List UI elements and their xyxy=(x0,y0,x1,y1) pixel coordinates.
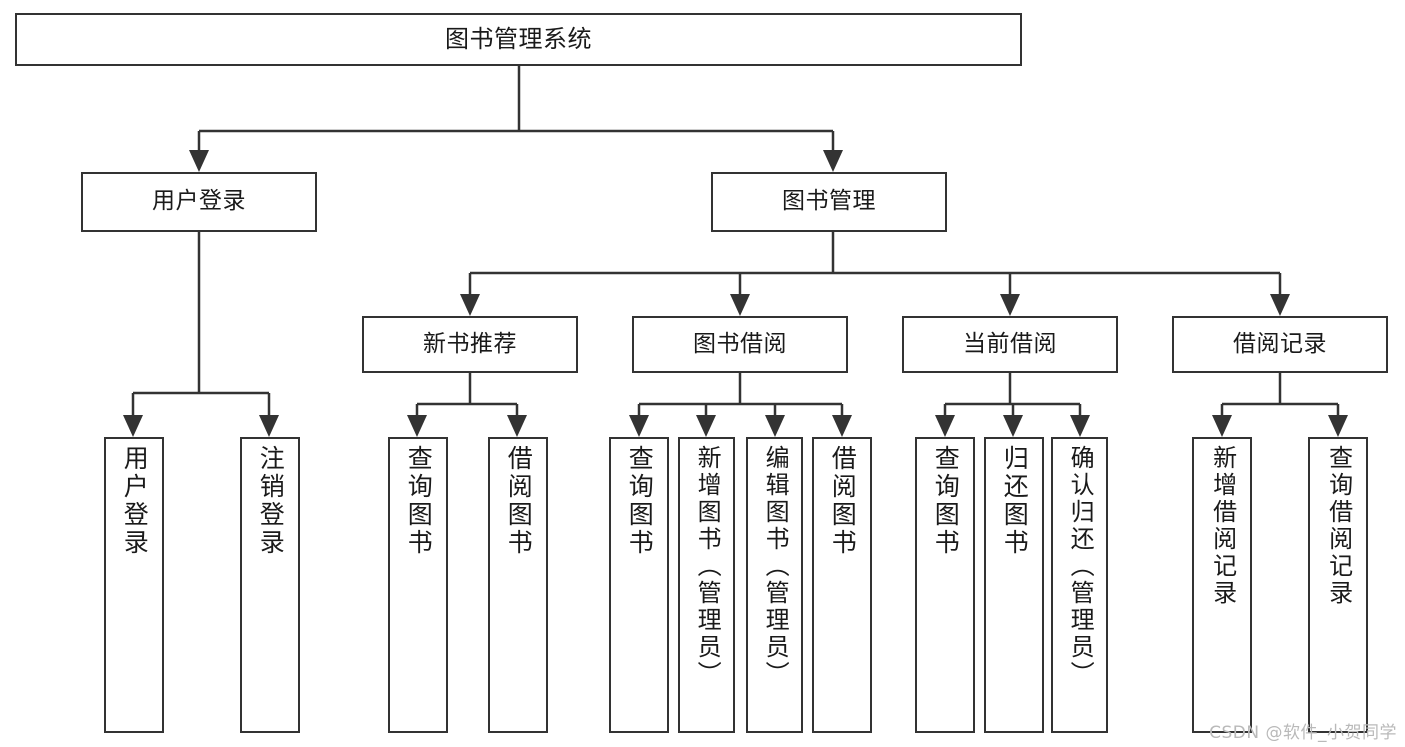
arrow-book-borrow xyxy=(730,294,750,316)
node-user-login[interactable]: 用户登录 xyxy=(81,172,317,232)
leaf-book-borrow-edit[interactable]: 编辑图书（管理员） xyxy=(746,437,803,733)
arrow-ul-2 xyxy=(259,415,279,437)
arrow-current-borrow xyxy=(1000,294,1020,316)
node-borrow-record-label: 借阅记录 xyxy=(1233,330,1327,357)
leaf-book-borrow-query-label: 查询图书 xyxy=(625,445,655,557)
node-book-borrow-label: 图书借阅 xyxy=(693,330,787,357)
leaf-book-borrow-query[interactable]: 查询图书 xyxy=(609,437,669,733)
leaf-current-borrow-return-label: 归还图书 xyxy=(1000,445,1030,557)
leaf-user-login-signin-label: 用户登录 xyxy=(120,445,150,557)
leaf-current-borrow-confirm-label: 确认归还（管理员） xyxy=(1066,445,1095,688)
arrow-bb-3 xyxy=(765,415,785,437)
leaf-current-borrow-confirm[interactable]: 确认归还（管理员） xyxy=(1051,437,1108,733)
arrow-cb-2 xyxy=(1003,415,1023,437)
leaf-borrow-record-query-label: 查询借阅记录 xyxy=(1324,445,1353,607)
node-root-label: 图书管理系统 xyxy=(445,25,592,54)
leaf-new-book-query[interactable]: 查询图书 xyxy=(388,437,448,733)
leaf-current-borrow-query-label: 查询图书 xyxy=(931,445,961,557)
node-book-management-label: 图书管理 xyxy=(782,188,876,215)
leaf-user-login-signout[interactable]: 注销登录 xyxy=(240,437,300,733)
arrow-bb-1 xyxy=(629,415,649,437)
leaf-book-borrow-edit-label: 编辑图书（管理员） xyxy=(761,445,790,688)
arrow-user-login xyxy=(189,150,209,172)
leaf-current-borrow-query[interactable]: 查询图书 xyxy=(915,437,975,733)
node-current-borrow-label: 当前借阅 xyxy=(963,330,1057,357)
leaf-user-login-signout-label: 注销登录 xyxy=(256,445,286,557)
node-root[interactable]: 图书管理系统 xyxy=(15,13,1022,66)
arrow-cb-3 xyxy=(1070,415,1090,437)
arrow-bb-2 xyxy=(696,415,716,437)
arrow-br-2 xyxy=(1328,415,1348,437)
arrow-br-1 xyxy=(1212,415,1232,437)
leaf-book-borrow-add-label: 新增图书（管理员） xyxy=(693,445,722,688)
node-book-borrow[interactable]: 图书借阅 xyxy=(632,316,848,373)
node-user-login-label: 用户登录 xyxy=(152,188,246,215)
node-new-book-recommend-label: 新书推荐 xyxy=(423,330,517,357)
leaf-book-borrow-borrow[interactable]: 借阅图书 xyxy=(812,437,872,733)
leaf-new-book-query-label: 查询图书 xyxy=(404,445,434,557)
arrow-ul-1 xyxy=(123,415,143,437)
node-new-book-recommend[interactable]: 新书推荐 xyxy=(362,316,578,373)
leaf-borrow-record-add[interactable]: 新增借阅记录 xyxy=(1192,437,1252,733)
arrow-nb-1 xyxy=(407,415,427,437)
leaf-new-book-borrow[interactable]: 借阅图书 xyxy=(488,437,548,733)
arrow-borrow-record xyxy=(1270,294,1290,316)
arrow-book-mgmt xyxy=(823,150,843,172)
arrow-bb-4 xyxy=(832,415,852,437)
node-book-management[interactable]: 图书管理 xyxy=(711,172,947,232)
leaf-borrow-record-query[interactable]: 查询借阅记录 xyxy=(1308,437,1368,733)
leaf-new-book-borrow-label: 借阅图书 xyxy=(504,445,534,557)
arrow-new-book xyxy=(460,294,480,316)
arrow-cb-1 xyxy=(935,415,955,437)
leaf-book-borrow-borrow-label: 借阅图书 xyxy=(828,445,858,557)
arrow-nb-2 xyxy=(507,415,527,437)
leaf-user-login-signin[interactable]: 用户登录 xyxy=(104,437,164,733)
watermark: CSDN @软件_小贺同学 xyxy=(1209,723,1397,743)
node-borrow-record[interactable]: 借阅记录 xyxy=(1172,316,1388,373)
leaf-current-borrow-return[interactable]: 归还图书 xyxy=(984,437,1044,733)
node-current-borrow[interactable]: 当前借阅 xyxy=(902,316,1118,373)
leaf-book-borrow-add[interactable]: 新增图书（管理员） xyxy=(678,437,735,733)
leaf-borrow-record-add-label: 新增借阅记录 xyxy=(1208,445,1237,607)
